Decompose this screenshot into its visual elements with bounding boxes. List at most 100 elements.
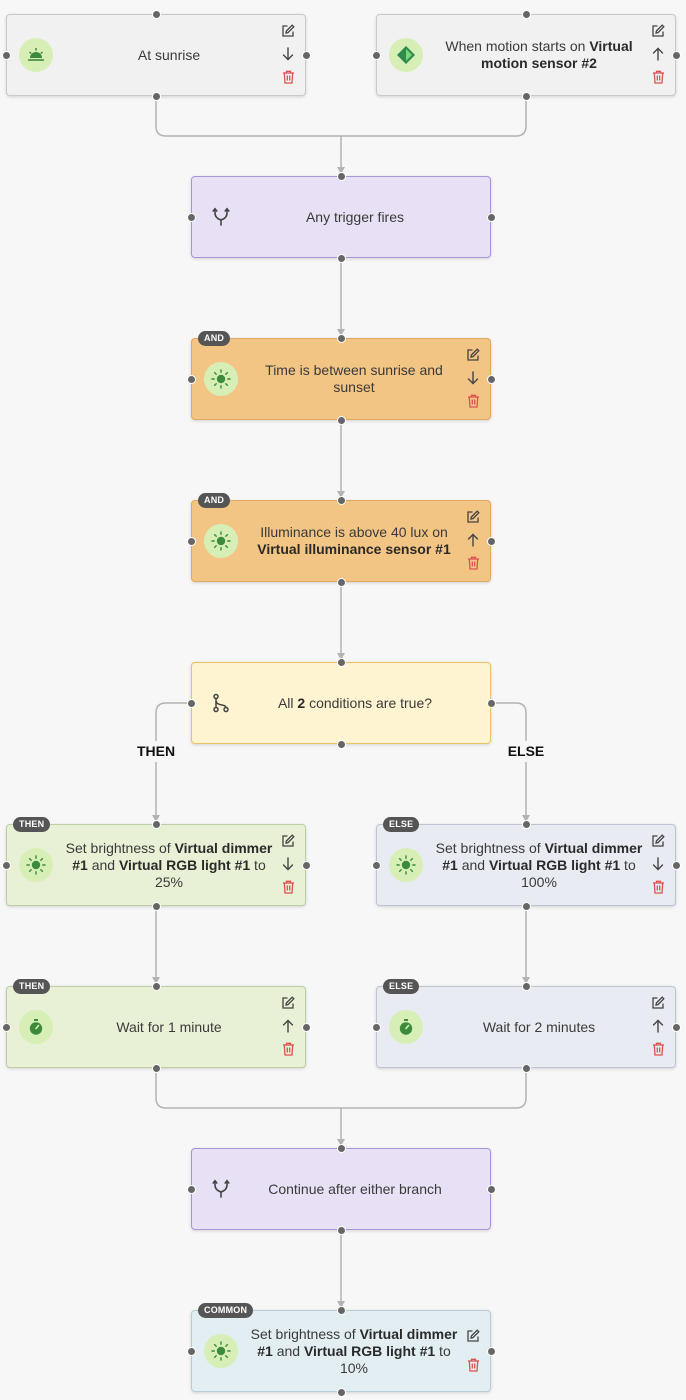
merge-icon (204, 200, 238, 234)
port-left[interactable] (186, 698, 196, 708)
port-left[interactable] (1, 1022, 11, 1032)
edit-button[interactable] (650, 833, 666, 849)
port-left[interactable] (186, 212, 196, 222)
edit-button[interactable] (650, 995, 666, 1011)
port-top[interactable] (521, 981, 531, 991)
port-right[interactable] (486, 1346, 496, 1356)
port-top[interactable] (336, 495, 346, 505)
trigger-node-motion[interactable]: When motion starts on Virtual motion sen… (371, 9, 681, 101)
port-bottom[interactable] (336, 577, 346, 587)
merge-node-any-trigger[interactable]: Any trigger fires (186, 171, 496, 263)
port-top[interactable] (336, 1305, 346, 1315)
port-right[interactable] (486, 374, 496, 384)
move-up-button[interactable] (465, 532, 481, 548)
delete-button[interactable] (280, 1041, 296, 1057)
port-right[interactable] (486, 212, 496, 222)
sunrise-icon (19, 38, 53, 72)
delete-button[interactable] (650, 879, 666, 895)
port-top[interactable] (336, 333, 346, 343)
port-right[interactable] (671, 860, 681, 870)
edit-button[interactable] (465, 1328, 481, 1344)
trigger-node-sunrise[interactable]: At sunrise (1, 9, 311, 101)
port-left[interactable] (1, 860, 11, 870)
port-right[interactable] (301, 50, 311, 60)
edit-button[interactable] (280, 23, 296, 39)
port-left[interactable] (371, 860, 381, 870)
port-right[interactable] (486, 536, 496, 546)
delete-button[interactable] (280, 69, 296, 85)
port-right[interactable] (301, 860, 311, 870)
if-node[interactable]: All 2 conditions are true? (186, 657, 496, 749)
node-badge: THEN (13, 817, 51, 832)
delete-button[interactable] (650, 69, 666, 85)
move-up-button[interactable] (650, 1018, 666, 1034)
port-right[interactable] (671, 1022, 681, 1032)
sun-icon (204, 524, 238, 558)
port-top[interactable] (521, 819, 531, 829)
port-top[interactable] (336, 1143, 346, 1153)
port-right[interactable] (671, 50, 681, 60)
port-left[interactable] (186, 536, 196, 546)
edit-button[interactable] (465, 509, 481, 525)
port-bottom[interactable] (521, 901, 531, 911)
port-top[interactable] (151, 9, 161, 19)
port-top[interactable] (151, 981, 161, 991)
node-label-part: Virtual dimmer #1 (72, 839, 273, 873)
move-down-button[interactable] (280, 856, 296, 872)
port-bottom[interactable] (151, 901, 161, 911)
port-left[interactable] (186, 374, 196, 384)
port-bottom[interactable] (151, 1063, 161, 1073)
port-bottom[interactable] (336, 253, 346, 263)
edit-button[interactable] (650, 23, 666, 39)
delete-button[interactable] (650, 1041, 666, 1057)
port-left[interactable] (186, 1184, 196, 1194)
else-branch-label: ELSE (507, 743, 545, 759)
port-bottom[interactable] (336, 1387, 346, 1397)
move-up-button[interactable] (280, 1018, 296, 1034)
trash-icon (652, 880, 665, 894)
port-top[interactable] (521, 9, 531, 19)
port-bottom[interactable] (336, 415, 346, 425)
port-bottom[interactable] (521, 91, 531, 101)
node-label: Continue after either branch (244, 1149, 466, 1229)
port-right[interactable] (486, 1184, 496, 1194)
move-up-button[interactable] (650, 46, 666, 62)
port-left[interactable] (186, 1346, 196, 1356)
arrow-up-icon (282, 1019, 294, 1033)
port-right[interactable] (301, 1022, 311, 1032)
port-top[interactable] (336, 171, 346, 181)
port-bottom[interactable] (521, 1063, 531, 1073)
port-left[interactable] (371, 1022, 381, 1032)
sun-icon (19, 848, 53, 882)
move-down-button[interactable] (465, 370, 481, 386)
delete-button[interactable] (465, 393, 481, 409)
port-left[interactable] (371, 50, 381, 60)
delete-button[interactable] (465, 1357, 481, 1373)
node-label-part: Continue after either branch (268, 1180, 442, 1197)
merge-node-continue[interactable]: Continue after either branch (186, 1143, 496, 1235)
port-bottom[interactable] (336, 1225, 346, 1235)
port-left[interactable] (1, 50, 11, 60)
port-bottom[interactable] (151, 91, 161, 101)
edit-button[interactable] (465, 347, 481, 363)
edit-button[interactable] (280, 833, 296, 849)
move-down-button[interactable] (280, 46, 296, 62)
port-top[interactable] (336, 657, 346, 667)
move-down-button[interactable] (650, 856, 666, 872)
port-bottom[interactable] (336, 739, 346, 749)
delete-button[interactable] (280, 879, 296, 895)
delete-button[interactable] (465, 555, 481, 571)
edit-button[interactable] (280, 995, 296, 1011)
then-branch-label: THEN (136, 743, 176, 759)
node-label-part: to 25% (154, 856, 266, 890)
branch-icon (204, 686, 238, 720)
port-top[interactable] (151, 819, 161, 829)
port-right[interactable] (486, 698, 496, 708)
